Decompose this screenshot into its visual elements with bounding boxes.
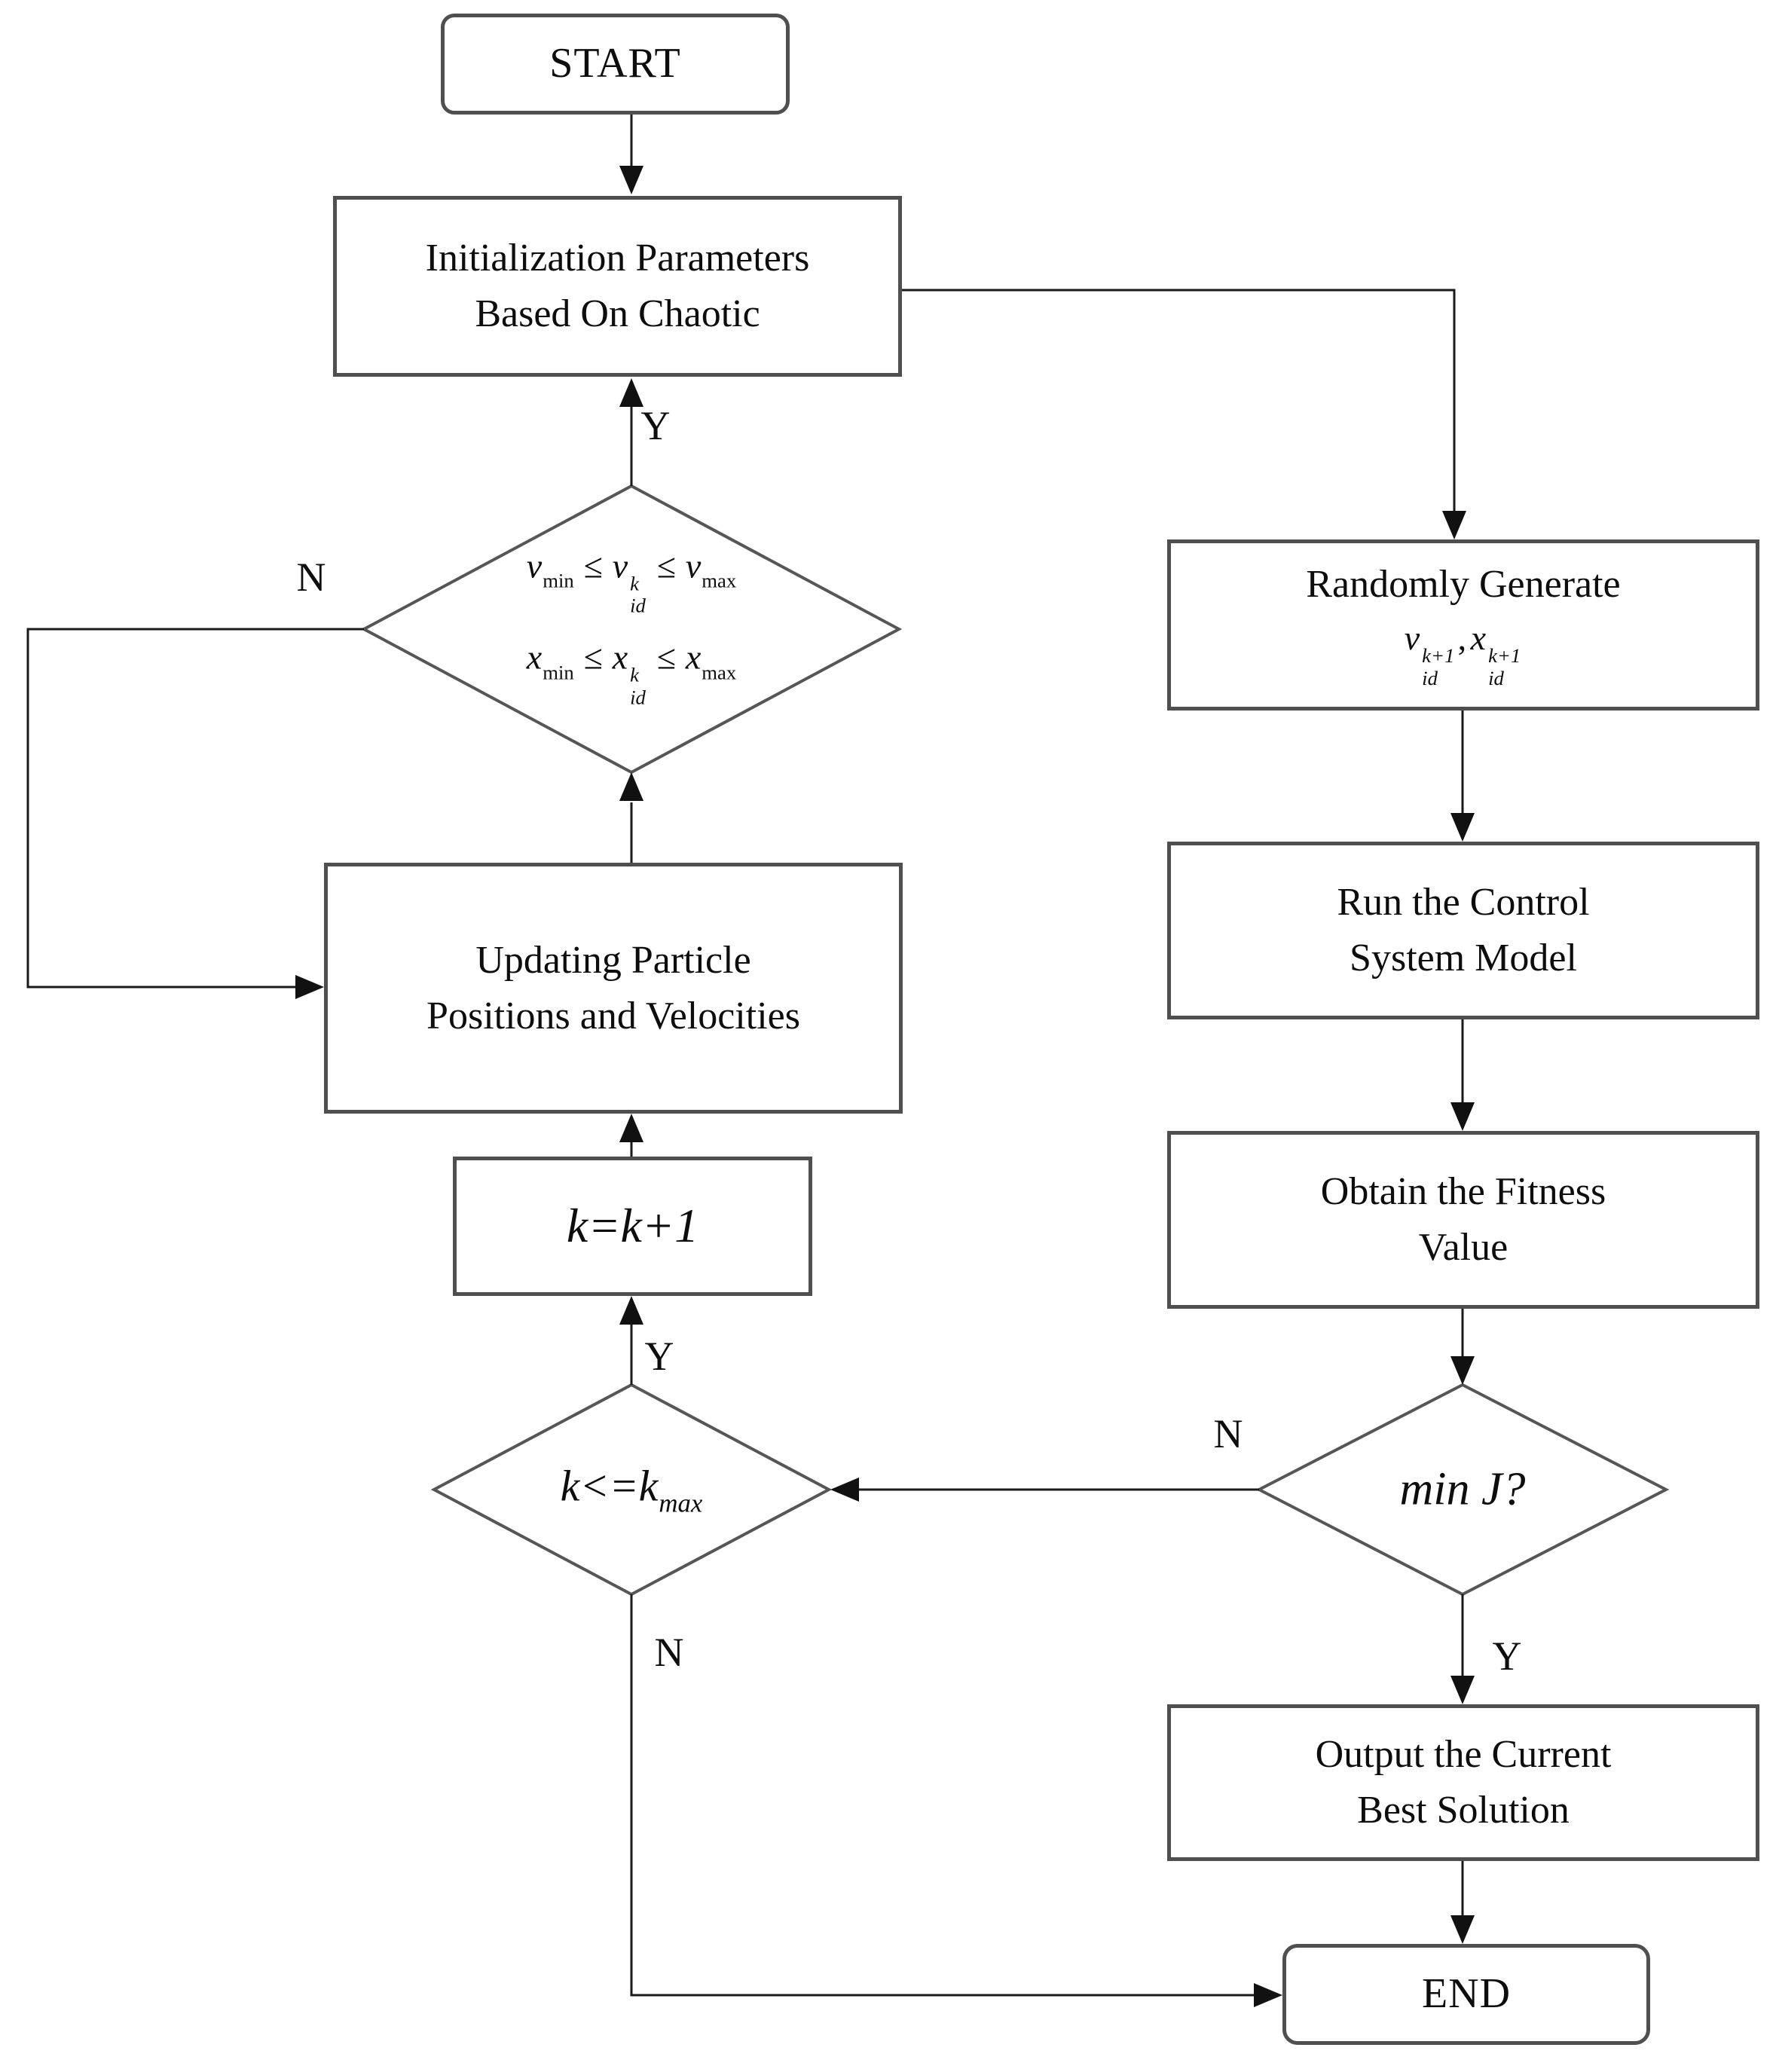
updating-node: Updating Particle Positions and Velociti… [324,863,903,1114]
updating-line1: Updating Particle [475,938,751,982]
leq-op: ≤ [656,638,676,677]
end-label: END [1421,1970,1512,2018]
fitness-line1: Obtain the Fitness [1320,1170,1606,1214]
output-line2: Best Solution [1357,1789,1570,1832]
updating-line2: Positions and Velocities [426,994,800,1038]
init-line1: Initialization Parameters [425,237,810,280]
min-j-label: min J? [1399,1463,1526,1515]
x-max-sub: max [702,661,737,684]
k-increment-label: k=k+1 [566,1199,699,1253]
edge-updating-to-bounds [619,772,643,863]
leq-op: ≤ [583,546,603,585]
init-node: Initialization Parameters Based On Chaot… [333,196,902,377]
comma: , [1457,619,1467,658]
v-id-var: v [612,546,628,585]
leq-op: ≤ [583,638,603,677]
start-label: START [549,40,681,87]
output-node: Output the Current Best Solution [1167,1704,1759,1861]
start-node: START [441,14,790,115]
v-max-var: v [685,546,702,585]
fitness-line2: Value [1418,1226,1509,1269]
k-check-base: k<=k [560,1461,659,1511]
edge-label-min-j-no: N [1213,1411,1243,1456]
x-id-var: x [612,638,628,677]
init-line2: Based On Chaotic [475,292,760,335]
v-next-var: v [1404,619,1420,658]
k-check-diamond: k<=kmax [561,1461,703,1519]
x-next-sup: k+1 [1488,643,1521,667]
leq-op: ≤ [656,546,676,585]
x-id-sup: k [630,663,639,686]
edge-k-check-yes-to-k-increment [619,1296,643,1385]
run-model-line1: Run the Control [1337,881,1590,924]
k-increment-node: k=k+1 [453,1157,812,1296]
edge-min-j-no-to-k-check [830,1478,1259,1502]
edge-min-j-yes-to-output [1450,1594,1475,1704]
v-next-sup: k+1 [1422,643,1455,667]
x-next-var: x [1470,619,1487,658]
v-min-sub: min [543,570,574,593]
x-next-sub: id [1488,666,1504,689]
fitness-node: Obtain the Fitness Value [1167,1131,1759,1309]
end-node: END [1282,1944,1650,2045]
edge-fitness-to-min-j [1450,1309,1475,1385]
v-next-sub: id [1422,666,1438,689]
min-j-diamond: min J? [1399,1463,1525,1517]
run-model-line2: System Model [1350,937,1577,979]
edge-label-bounds-no: N [296,555,326,600]
edge-output-to-end [1450,1861,1475,1944]
edge-k-increment-to-updating [619,1114,643,1157]
edge-k-check-no-to-end [630,1594,1282,2007]
v-id-sup: k [630,572,639,595]
edge-random-generate-to-run-model [1450,711,1475,842]
x-max-var: x [685,638,702,677]
edge-label-k-check-no: N [654,1630,684,1675]
k-check-formula: k<=kmax [561,1461,703,1519]
edge-bounds-no-to-updating [26,628,364,999]
edge-label-k-check-yes: Y [644,1334,674,1379]
edge-label-bounds-yes: Y [640,403,671,448]
run-model-node: Run the Control System Model [1167,842,1759,1019]
edge-init-to-random-generate [902,289,1466,539]
edge-run-model-to-fitness [1450,1019,1475,1131]
k-check-sub: max [659,1488,703,1518]
v-id-sub: id [630,594,646,618]
edge-start-to-init [619,115,643,194]
x-id-sub: id [630,686,646,709]
output-line1: Output the Current [1315,1733,1612,1777]
x-min-sub: min [543,661,574,684]
edge-bounds-yes-to-init [619,378,643,486]
v-min-var: v [526,546,543,585]
v-max-sub: max [702,570,737,593]
edge-label-min-j-yes: Y [1492,1633,1522,1679]
random-generate-title: Randomly Generate [1306,563,1621,607]
x-min-var: x [526,638,543,677]
